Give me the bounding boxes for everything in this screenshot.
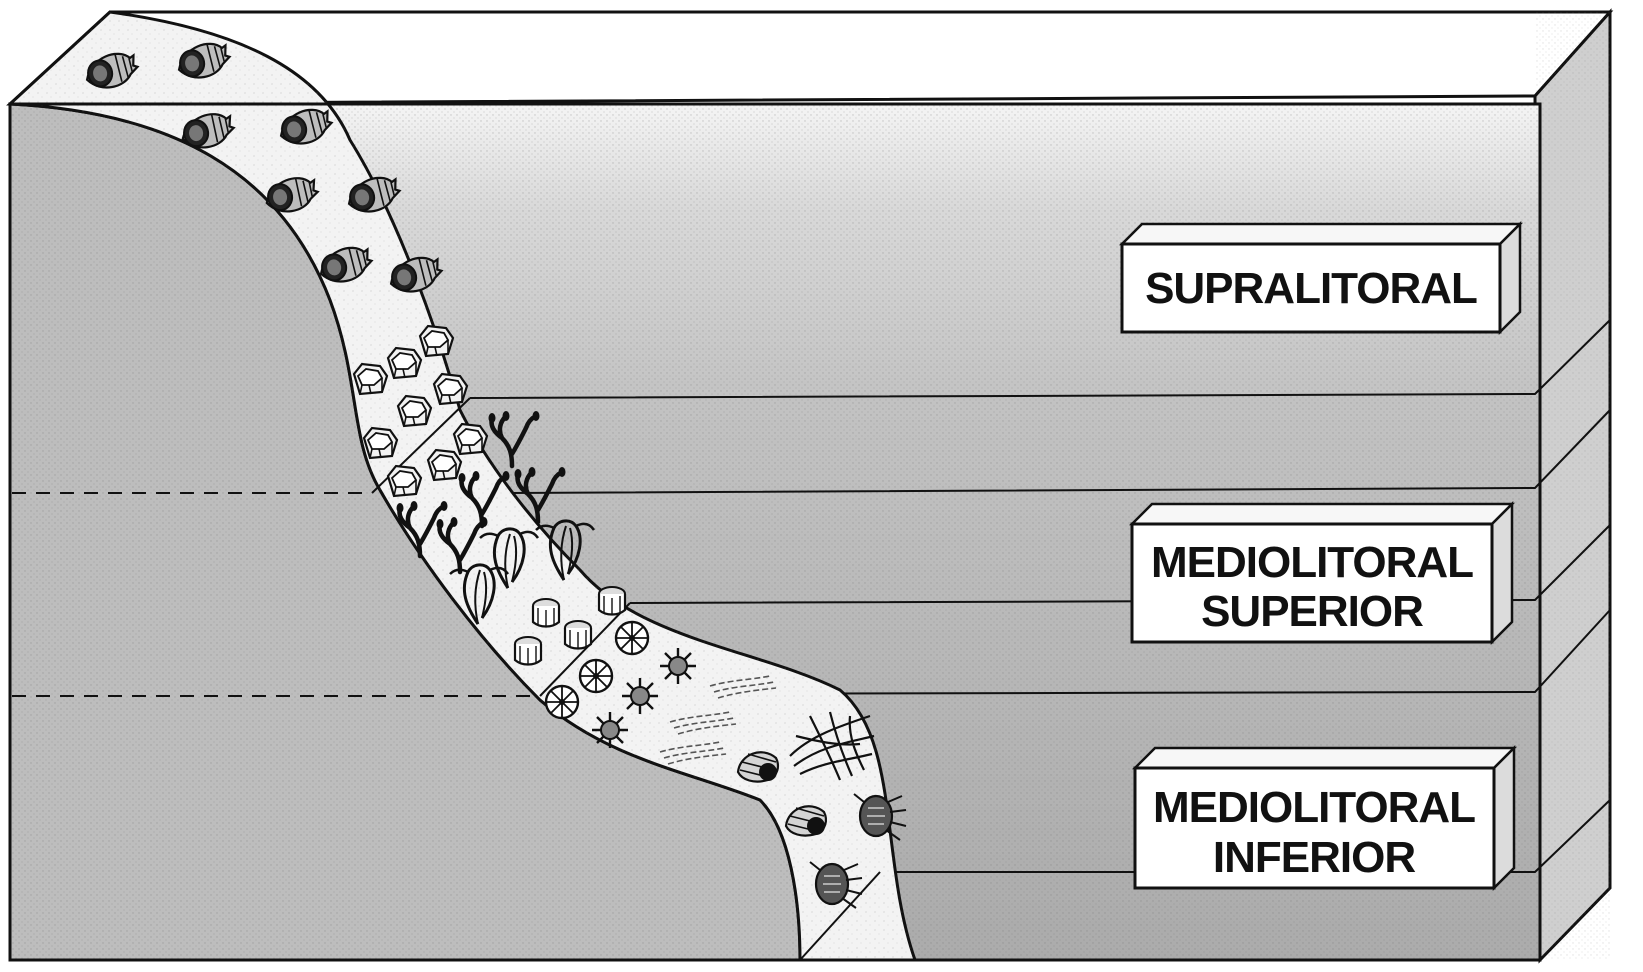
barnacle-icon xyxy=(354,364,387,394)
wheel-urchin-icon xyxy=(616,622,648,654)
limpet-icon xyxy=(515,637,541,665)
barnacle-icon xyxy=(420,326,453,356)
spiny-urchin-icon xyxy=(622,678,658,714)
zone-label-supralitoral: SUPRALITORAL xyxy=(1122,224,1520,332)
limpet-icon xyxy=(533,599,559,627)
spiny-urchin-icon xyxy=(592,712,628,748)
barnacle-icon xyxy=(428,450,461,480)
zone-label-supralitoral-text: SUPRALITORAL xyxy=(1145,264,1477,313)
zone-label-mediolitoral-inferior-line2: INFERIOR xyxy=(1213,833,1415,882)
barnacle-icon xyxy=(364,428,397,458)
wheel-urchin-icon xyxy=(580,660,612,692)
zone-label-mediolitoral-inferior: MEDIOLITORAL INFERIOR xyxy=(1135,748,1514,888)
limpet-icon xyxy=(565,621,591,649)
zone-label-mediolitoral-superior-line1: MEDIOLITORAL xyxy=(1151,538,1473,587)
zone-label-mediolitoral-inferior-line1: MEDIOLITORAL xyxy=(1153,783,1475,832)
barnacle-icon xyxy=(388,348,421,378)
zone-label-mediolitoral-superior: MEDIOLITORAL SUPERIOR xyxy=(1132,504,1512,642)
block-right-face-texture xyxy=(1535,12,1610,960)
barnacle-icon xyxy=(388,466,421,496)
barnacle-icon xyxy=(398,396,431,426)
wheel-urchin-icon xyxy=(546,686,578,718)
spiny-urchin-icon xyxy=(660,648,696,684)
barnacle-icon xyxy=(454,424,487,454)
zone-label-mediolitoral-superior-line2: SUPERIOR xyxy=(1201,587,1423,636)
barnacle-icon xyxy=(434,374,467,404)
limpet-icon xyxy=(599,587,625,615)
